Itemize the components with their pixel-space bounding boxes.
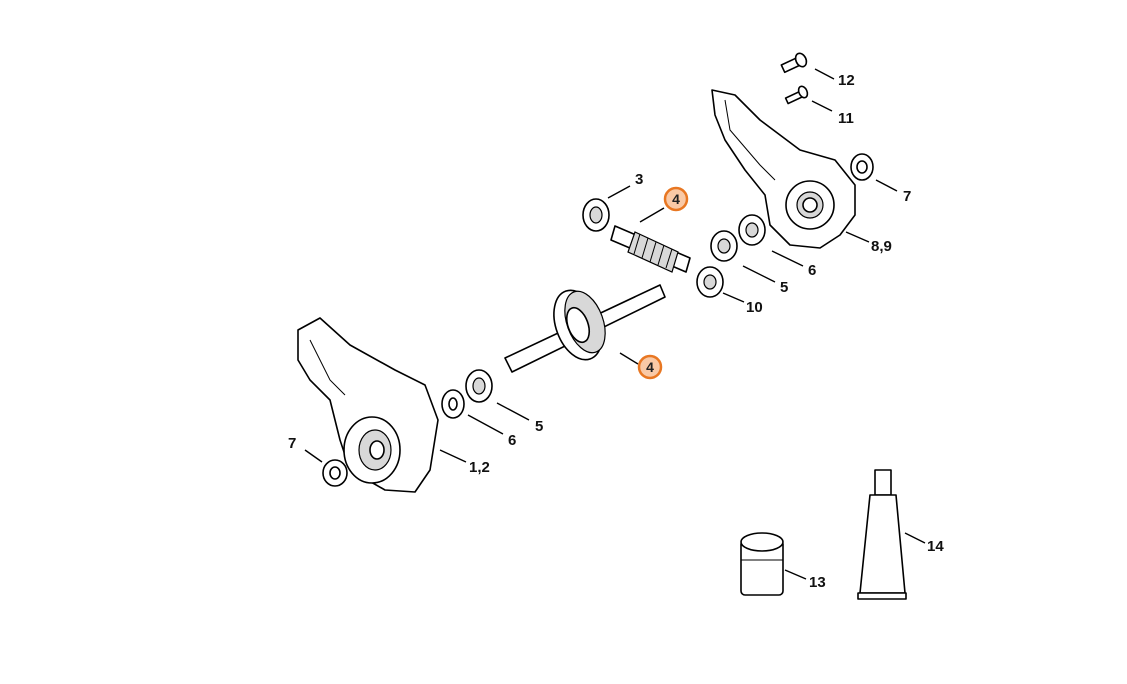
callout-7-left[interactable]: 7 xyxy=(288,435,296,452)
callout-4-worm-highlighted[interactable]: 4 xyxy=(663,186,689,212)
callout-1-2[interactable]: 1,2 xyxy=(469,459,490,476)
grease-tube-14[interactable] xyxy=(857,469,907,600)
callout-6-right[interactable]: 6 xyxy=(808,262,816,279)
screw-11[interactable] xyxy=(784,85,810,105)
washer-7-right[interactable] xyxy=(850,153,874,181)
callout-5-right[interactable]: 5 xyxy=(780,279,788,296)
bearing-5-left[interactable] xyxy=(465,369,493,403)
callout-13[interactable]: 13 xyxy=(809,574,826,591)
callout-4-label: 4 xyxy=(646,359,654,375)
washer-6-left[interactable] xyxy=(441,389,465,419)
callout-3[interactable]: 3 xyxy=(635,171,643,188)
housing-right-8-9[interactable] xyxy=(711,89,856,249)
worm-shaft-4[interactable] xyxy=(610,225,691,273)
callout-14[interactable]: 14 xyxy=(927,538,944,555)
housing-left-1-2[interactable] xyxy=(297,317,439,493)
callout-5-left[interactable]: 5 xyxy=(535,418,543,435)
callout-12[interactable]: 12 xyxy=(838,72,855,89)
callout-10[interactable]: 10 xyxy=(746,299,763,316)
callout-8-9[interactable]: 8,9 xyxy=(871,238,892,255)
grease-can-13[interactable] xyxy=(740,532,784,596)
leader-lines xyxy=(304,68,926,580)
callout-4-label: 4 xyxy=(672,191,680,207)
bearing-10[interactable] xyxy=(696,266,724,298)
washer-7-left[interactable] xyxy=(322,459,348,487)
gear-shaft-4[interactable] xyxy=(504,284,666,373)
bearing-3[interactable] xyxy=(582,198,610,232)
callout-11[interactable]: 11 xyxy=(838,110,854,127)
callout-4-gear-highlighted[interactable]: 4 xyxy=(637,354,663,380)
screw-12[interactable] xyxy=(780,52,808,74)
callout-6-left[interactable]: 6 xyxy=(508,432,516,449)
bearing-6-right[interactable] xyxy=(738,214,766,246)
callout-7-right[interactable]: 7 xyxy=(903,188,911,205)
bearing-5-right[interactable] xyxy=(710,230,738,262)
